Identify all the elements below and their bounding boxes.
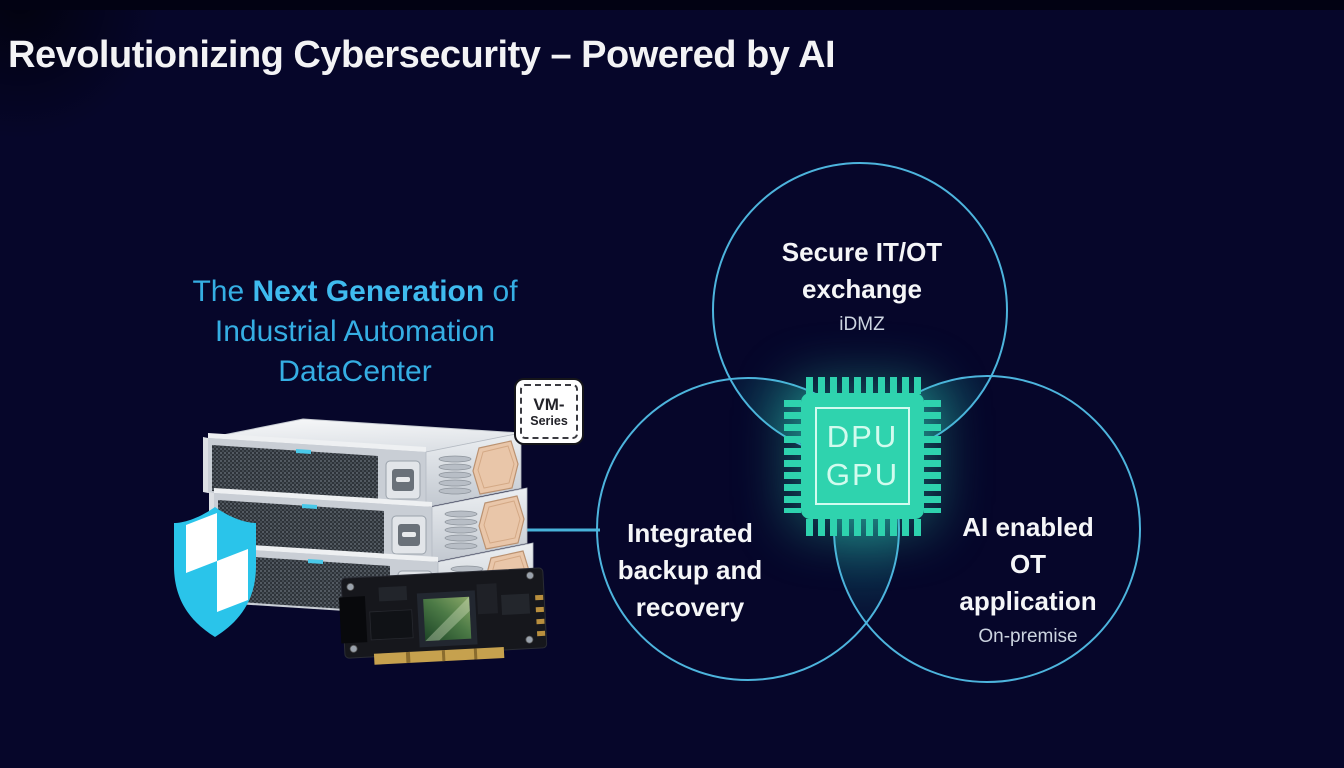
venn-left-line-2: backup and [617,555,763,585]
left-headline: The Next Generation of Industrial Automa… [150,272,560,392]
venn-top-line-2: exchange [802,274,922,304]
headline-line-3: DataCenter [278,355,432,388]
venn-label-secure-itot: Secure IT/OT exchange iDMZ [782,234,942,338]
server-stack-image [203,418,534,618]
chip-body: DPU GPU [801,393,924,519]
chip-inner-frame: DPU GPU [815,407,910,505]
chip-pins-bottom [806,519,922,536]
chip-pins-left [784,400,801,513]
venn-right-line-3: application [959,586,1097,616]
venn-left-line-3: recovery [635,592,745,622]
chip-pins-right [924,400,941,513]
vm-badge-text-bottom: Series [530,413,568,428]
vm-series-chip-badge: VM- Series [514,378,584,445]
venn-label-backup-recovery: Integrated backup and recovery [618,515,762,626]
chip-label-dpu: DPU [826,419,899,454]
headline-line-2: Industrial Automation [214,315,496,348]
slide-title: Revolutionizing Cybersecurity – Powered … [8,34,836,76]
chip-pins-top [806,377,922,394]
vm-badge-text-top: VM- [533,394,565,414]
venn-top-sublabel: iDMZ [839,314,885,335]
headline-line-1: The Next Generation of [192,275,518,308]
shield-icon [174,507,256,637]
venn-left-line-1: Integrated [627,518,753,548]
venn-right-line-1: AI enabled [962,512,1094,542]
dpu-gpu-chip-icon: DPU GPU [784,377,941,536]
venn-top-line-1: Secure IT/OT [781,237,943,267]
gpu-accelerator-card-image [338,567,548,665]
venn-label-ai-ot-application: AI enabled OT application On-premise [959,509,1096,650]
vm-badge-pin-border: VM- Series [520,384,578,439]
venn-right-sublabel: On-premise [978,626,1078,647]
top-letterbox-strip [0,0,1344,10]
venn-right-line-2: OT [1009,549,1047,579]
chip-label-gpu: GPU [825,457,900,492]
